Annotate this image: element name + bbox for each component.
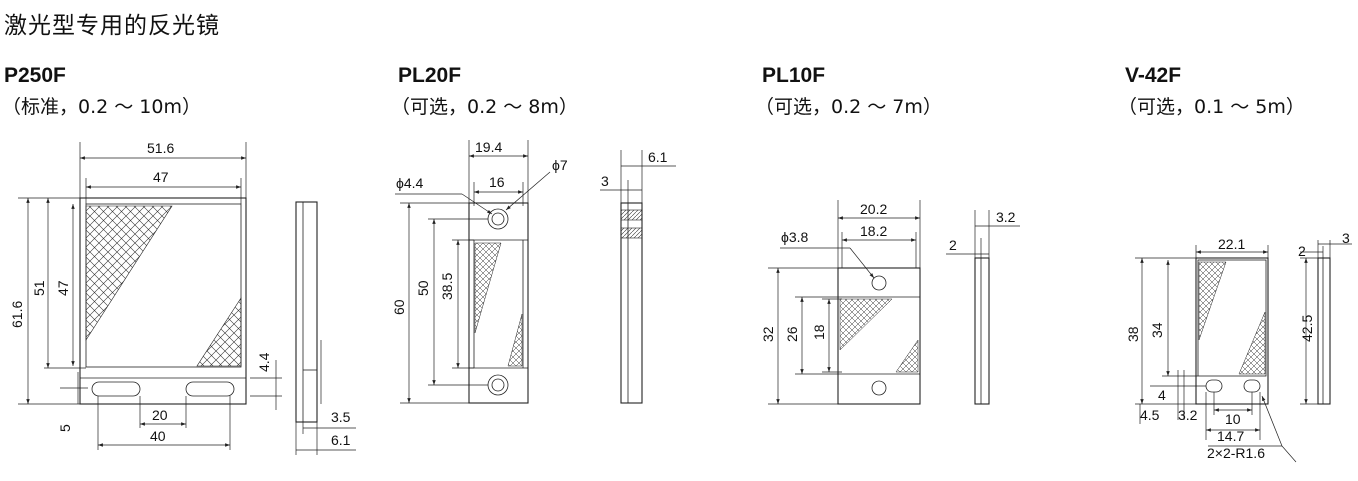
- pl10f-hole-bottom: [871, 380, 887, 396]
- v42f-dim-hole-span: 14.7: [1217, 428, 1244, 444]
- p250f-dimensions: 51.6 47 61.6 51 47 5 4.4 20 40 3.5: [9, 140, 356, 455]
- pl20f-dim-height-mid: 50: [415, 280, 431, 296]
- p250f-dim-side-t1: 3.5: [331, 409, 351, 425]
- note-pl10f: （可选，0.2 ～ 7m）: [755, 96, 942, 118]
- pl20f-dim-hole-big: ϕ7: [552, 157, 568, 173]
- p250f-dim-width-inner: 47: [153, 169, 169, 185]
- pl10f-front-view: [837, 267, 921, 405]
- p250f-dim-height-outer: 61.6: [9, 301, 25, 328]
- v42f-dim-height-side: 42.5: [1299, 315, 1315, 342]
- v42f-dim-side-t1: 2: [1298, 243, 1306, 259]
- v42f-dim-height-outer: 38: [1125, 326, 1141, 342]
- pl10f-dim-height-outer: 32: [760, 326, 776, 342]
- pl10f-dim-height-inner: 18: [811, 324, 827, 340]
- v42f-reflector-area: [1197, 259, 1267, 377]
- pl10f-dim-height-mid: 26: [784, 326, 800, 342]
- pl10f-dim-hole: ϕ3.8: [781, 229, 809, 245]
- p250f-hatch-top: [85, 205, 173, 342]
- p250f-dim-bottom: 5: [57, 424, 73, 432]
- note-p250f: （标准，0.2 ～ 10m）: [2, 96, 201, 118]
- v42f-dimensions: 22.1 38 34 4 4.5 3.2 10 14.7 2×2-R1.6 42…: [1125, 230, 1352, 463]
- p250f-hatch-bottom: [196, 296, 242, 367]
- pl20f-hatch-top: [474, 242, 502, 334]
- p250f-dim-width-outer: 51.6: [147, 140, 174, 156]
- v42f-side-view: [1317, 257, 1331, 405]
- p250f-dim-height-mid: 51: [31, 280, 47, 296]
- v42f-hatch-top: [1198, 261, 1227, 341]
- p250f-slot-left: [91, 381, 141, 397]
- v42f-side-body: [1317, 257, 1331, 405]
- pl20f-dim-side-t2: 6.1: [648, 149, 668, 165]
- v42f-dim-hole-pitch: 10: [1225, 411, 1241, 427]
- v42f-dim-side-t2: 3: [1342, 230, 1350, 246]
- v42f-hatch-bottom: [1238, 311, 1266, 375]
- model-p250f: P250F: [4, 64, 66, 87]
- p250f-dim-hole-pitch: 20: [152, 407, 168, 423]
- pl10f-dim-side-t2: 3.2: [996, 209, 1016, 225]
- pl20f-side-view: [620, 202, 643, 404]
- p250f-dim-tab: 4.4: [256, 352, 272, 372]
- pl10f-dim-width-outer: 20.2: [860, 201, 887, 217]
- pl10f-hatch-top: [839, 298, 893, 351]
- p250f-dim-height-inner: 47: [55, 280, 71, 296]
- model-v42f: V-42F: [1125, 64, 1182, 87]
- v42f-dim-tab: 4: [1158, 387, 1166, 403]
- v42f-dim-offset-2: 3.2: [1178, 407, 1198, 423]
- pl20f-dim-height-inner: 38.5: [439, 273, 455, 300]
- pl20f-side-body: [620, 202, 643, 404]
- pl10f-dim-side-t1: 2: [949, 237, 957, 253]
- model-pl10f: PL10F: [762, 64, 826, 87]
- pl10f-hatch-bottom: [895, 339, 919, 373]
- note-v42f: （可选，0.1 ～ 5m）: [1118, 96, 1305, 118]
- pl20f-dim-width-inner: 16: [489, 174, 505, 190]
- pl20f-hatch-bottom: [507, 313, 523, 367]
- pl20f-front-view: [468, 202, 529, 404]
- p250f-front-view: [79, 197, 247, 405]
- pl20f-dimensions: 19.4 16 ϕ4.4 ϕ7 60 50 38.5 6.1 3: [391, 139, 676, 404]
- pl10f-dimensions: 20.2 18.2 ϕ3.8 32 26 18 3.2 2: [760, 200, 1020, 405]
- p250f-side-body: [295, 201, 318, 423]
- pl10f-side-body: [974, 257, 990, 405]
- pl20f-dim-height-outer: 60: [391, 299, 407, 315]
- note-pl20f: （可选，0.2 ～ 8m）: [391, 96, 578, 118]
- p250f-slot-right: [185, 381, 235, 397]
- pl20f-dim-hole-small: ϕ4.4: [396, 175, 424, 191]
- pl20f-dim-side-t1: 3: [601, 173, 609, 189]
- v42f-dim-offset-1: 4.5: [1140, 407, 1160, 423]
- p250f-dim-side-t2: 6.1: [331, 432, 351, 448]
- pl10f-hole-top: [871, 275, 887, 291]
- v42f-dim-holes: 2×2-R1.6: [1207, 445, 1265, 461]
- p250f-side-view: [295, 201, 322, 423]
- v42f-dim-width-outer: 22.1: [1218, 236, 1245, 252]
- v42f-front-view: [1195, 257, 1269, 405]
- pl10f-dim-width-inner: 18.2: [860, 223, 887, 239]
- p250f-dim-hole-span: 40: [150, 428, 166, 444]
- v42f-dim-height-inner: 34: [1149, 322, 1165, 338]
- model-pl20f: PL20F: [398, 64, 462, 87]
- page-title: 激光型专用的反光镜: [4, 13, 220, 39]
- pl20f-dim-width-outer: 19.4: [475, 139, 502, 155]
- pl10f-side-view: [974, 257, 990, 405]
